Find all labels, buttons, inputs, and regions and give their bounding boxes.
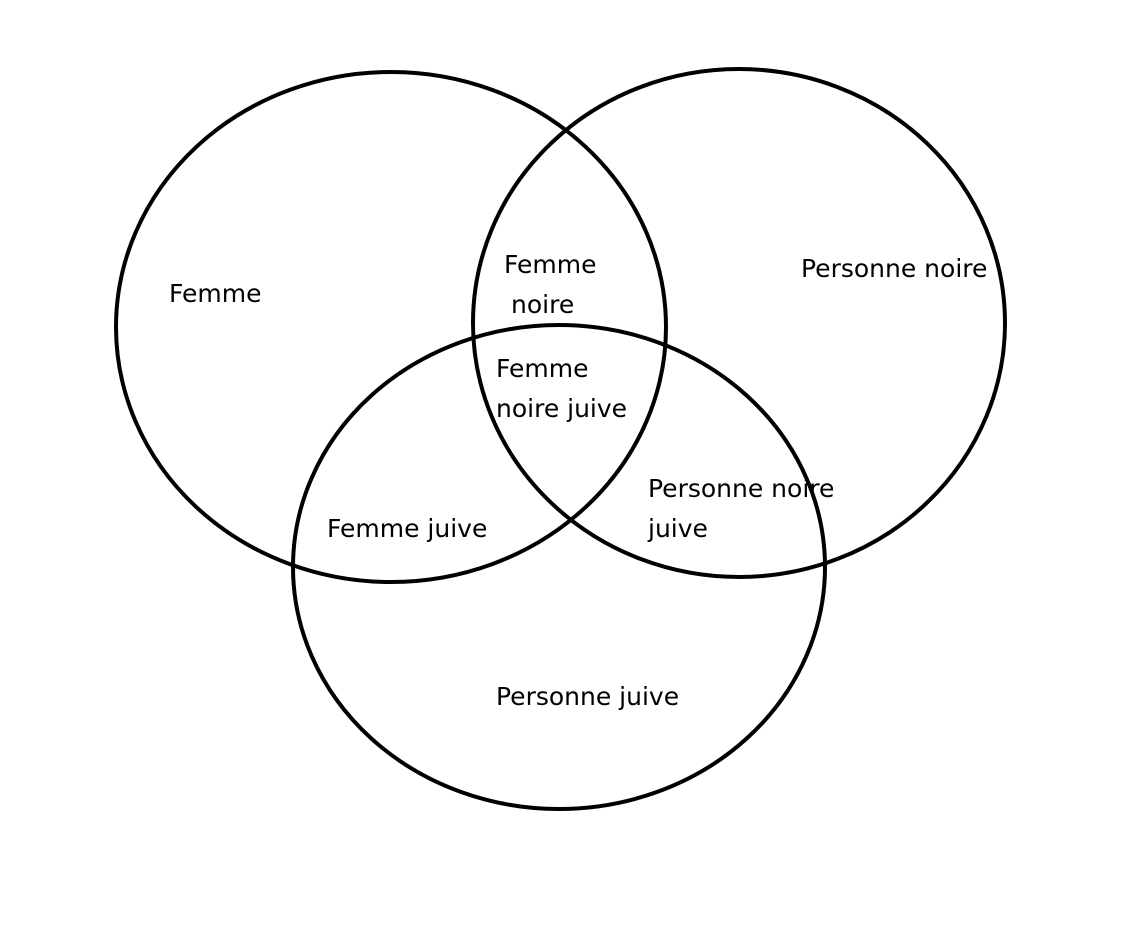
circle-femme bbox=[114, 70, 668, 584]
circle-personne-juive bbox=[291, 323, 827, 811]
circle-personne-noire bbox=[471, 67, 1007, 579]
label-femme-noire-juive-line2: noire juive bbox=[496, 394, 627, 423]
label-femme: Femme bbox=[169, 279, 261, 308]
label-femme-juive: Femme juive bbox=[327, 514, 487, 543]
label-personne-noire-juive-line2: juive bbox=[647, 514, 708, 543]
label-personne-noire: Personne noire bbox=[801, 254, 987, 283]
label-personne-juive: Personne juive bbox=[496, 682, 679, 711]
label-femme-noire-line1: Femme bbox=[504, 250, 596, 279]
label-personne-noire-juive-line1: Personne noire bbox=[648, 474, 834, 503]
label-femme-noire-line2: noire bbox=[511, 290, 574, 319]
label-femme-noire-juive-line1: Femme bbox=[496, 354, 588, 383]
